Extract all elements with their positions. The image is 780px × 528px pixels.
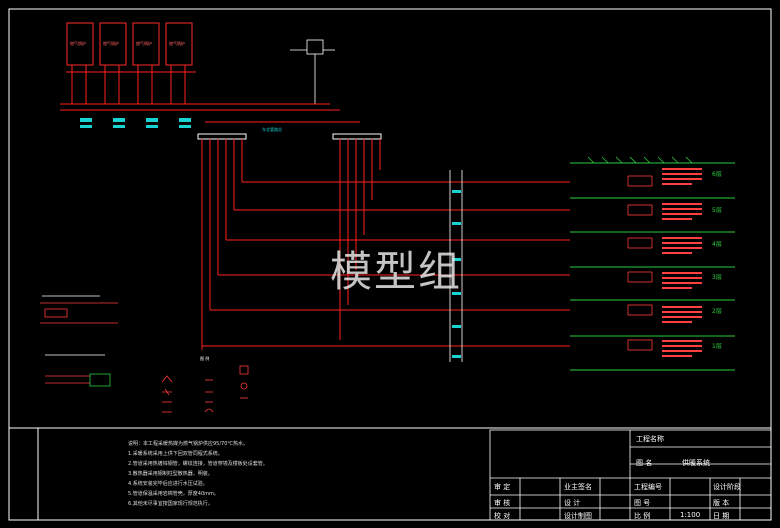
manifolds: [197, 133, 382, 140]
drawing-value: 供暖系统: [682, 459, 710, 467]
drawing-frame: [8, 8, 772, 521]
note-line: 3.散热器采用钢制柱型散热器，明装。: [128, 471, 213, 477]
notes-block: 说明：本工程采暖热媒为燃气锅炉供应95/70℃热水。 1.采暖系统采用上供下回双…: [128, 440, 268, 507]
manifold-right: [332, 133, 382, 140]
note-line: 4.系统安装完毕后应进行水压试验。: [128, 481, 208, 487]
boiler-risers: [60, 65, 340, 111]
title-block-grid: [489, 429, 772, 521]
scale-value: 1:100: [680, 511, 701, 519]
floor-label-group: 6层 5层 4层 3层 2层 1层: [712, 171, 722, 350]
boiler-label-group: 燃气锅炉 燃气锅炉 燃气锅炉 燃气锅炉: [70, 40, 185, 46]
designer-label: 设 计: [564, 499, 581, 507]
boiler-label: 燃气锅炉: [103, 40, 119, 46]
floor-label: 5层: [712, 207, 722, 214]
boiler-2: [99, 22, 127, 66]
floor-label: 3层: [712, 274, 722, 281]
radiator-specs: [662, 168, 702, 357]
stage-label: 设计阶段: [713, 483, 741, 491]
version-label: 版 本: [713, 499, 730, 507]
boiler-group: [66, 22, 193, 66]
boiler-4: [165, 22, 193, 66]
floor-label: 1层: [712, 343, 722, 350]
scale-label: 比 例: [634, 512, 651, 520]
date-label: 日 期: [713, 512, 730, 520]
watermark: 模型组: [330, 247, 463, 296]
note-line: 5.管道保温采用岩棉管壳，厚度40mm。: [128, 491, 219, 497]
note-line: 2.管道采用热镀锌钢管，螺纹连接，管道穿墙及楼板处设套管。: [128, 461, 268, 467]
check-label: 校 对: [494, 512, 511, 520]
manifold-left: [197, 133, 247, 140]
floor-branches: [202, 181, 570, 347]
floor-label: 6层: [712, 171, 722, 178]
roof-hatch: [587, 156, 693, 164]
boiler-pumps: [80, 118, 191, 128]
radiators: [627, 175, 653, 351]
drawing-label: 图 名: [636, 459, 653, 467]
vertical-collector: [449, 170, 463, 362]
floor-label: 2层: [712, 308, 722, 315]
design-drawing-label: 设计制图: [564, 512, 592, 520]
boiler-label: 燃气锅炉: [70, 40, 86, 46]
project-name-label: 工程名称: [636, 435, 664, 443]
left-riser-set: [201, 139, 243, 350]
boiler-3: [132, 22, 160, 66]
legend-title: 图 例: [200, 355, 209, 361]
legend-symbols: [161, 365, 249, 413]
boiler-label: 燃气锅炉: [169, 40, 185, 46]
main-pipes: [196, 103, 360, 123]
project-no-label: 工程编号: [634, 483, 662, 491]
header-label: 东北管路总: [262, 126, 282, 132]
note-line: 说明：本工程采暖热媒为燃气锅炉供应95/70℃热水。: [128, 441, 249, 447]
note-line: 6.其他未尽事宜按国家现行规范执行。: [128, 501, 213, 507]
audit-label: 审 定: [494, 483, 511, 491]
drawing-no-label: 图 号: [634, 499, 651, 507]
collector-labels: [452, 190, 461, 358]
boiler-1: [66, 22, 94, 66]
review-label: 审 核: [494, 499, 511, 507]
floor-label: 4层: [712, 241, 722, 248]
detail-b: [45, 354, 111, 387]
note-line: 1.采暖系统采用上供下回双管同程式系统。: [128, 451, 223, 457]
owner-label: 业主签名: [564, 483, 592, 491]
boiler-label: 燃气锅炉: [136, 40, 152, 46]
expansion-tank: [290, 39, 335, 104]
floor-lines: [570, 162, 735, 371]
detail-a: [40, 295, 118, 324]
